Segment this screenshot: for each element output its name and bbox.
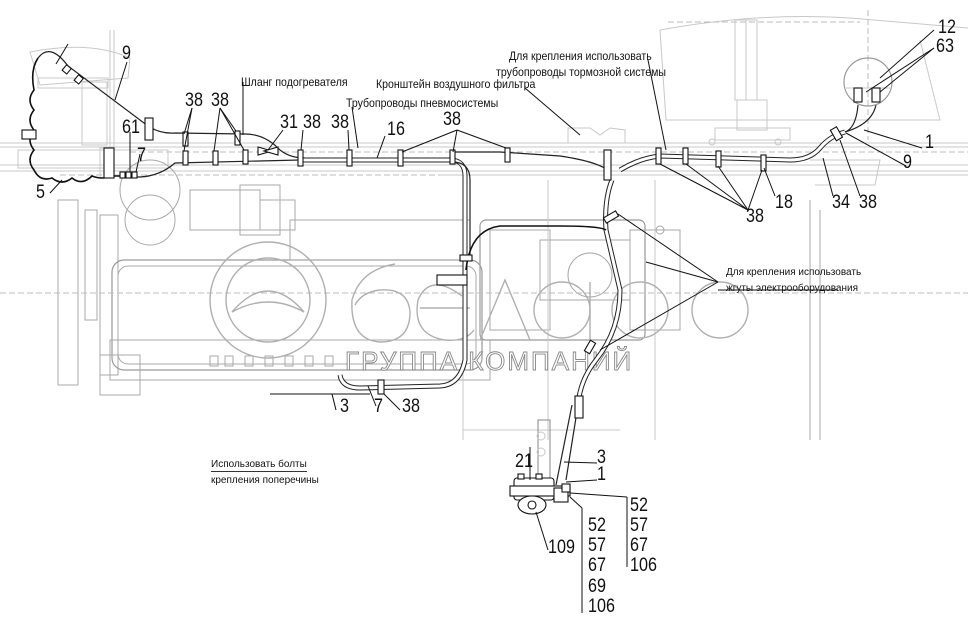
- callout-12: 12: [938, 17, 956, 38]
- stack-right-item: 57: [630, 515, 648, 536]
- note-electrical-line2: жгуты электрооборудования: [726, 283, 859, 294]
- leader-lines: [49, 29, 935, 613]
- stack-right-item: 52: [630, 495, 648, 516]
- callout-109: 109: [548, 537, 575, 558]
- stack-left-item: 52: [588, 515, 606, 536]
- note-electrical-line1: Для крепления использовать: [726, 267, 862, 278]
- gauge-fitting: [843, 57, 893, 107]
- callout-38-d: 38: [331, 112, 349, 133]
- callout-61: 61: [122, 117, 140, 138]
- callout-stack-left: 52 57 67 69 106: [588, 516, 615, 617]
- callout-5: 5: [36, 182, 45, 203]
- stack-left-item: 106: [588, 596, 615, 617]
- note-pneumatic-pipes: Трубопроводы пневмосистемы: [346, 96, 499, 110]
- callout-63: 63: [936, 36, 954, 57]
- stack-left-item: 69: [588, 576, 606, 597]
- callout-7-bottom: 7: [374, 396, 383, 417]
- callout-21: 21: [515, 451, 533, 472]
- callout-34: 34: [832, 192, 850, 213]
- callout-31: 31: [280, 112, 298, 133]
- note-brake-pipes-line2: трубопроводы тормозной системы: [496, 65, 666, 79]
- stack-left-item: 57: [588, 535, 606, 556]
- callout-3-bottom: 3: [340, 396, 349, 417]
- callout-9-right: 9: [903, 152, 912, 173]
- callout-16: 16: [387, 119, 405, 140]
- injectors: [209, 355, 334, 367]
- callout-38-a: 38: [185, 90, 203, 111]
- air-filter-bracket: [567, 127, 626, 144]
- callout-38-right: 38: [859, 192, 877, 213]
- stack-right-item: 67: [630, 535, 648, 556]
- stack-left-item: 67: [588, 555, 606, 576]
- callout-38-f: 38: [746, 206, 764, 227]
- callout-38-e: 38: [443, 109, 461, 130]
- tank-outline: [659, 10, 968, 186]
- note-heater-hose: Шланг подогревателя: [241, 75, 348, 89]
- callout-7-top: 7: [137, 145, 146, 166]
- note-brake-pipes-line1: Для крепления использовать: [509, 49, 652, 63]
- callout-1-right: 1: [925, 132, 934, 153]
- callout-1-valve: 1: [597, 464, 606, 485]
- stack-right-item: 106: [630, 555, 657, 576]
- callout-9-top: 9: [122, 43, 131, 64]
- note-crossmember-line2: крепления поперечины: [211, 475, 319, 486]
- callout-3-valve: 3: [597, 447, 606, 468]
- callout-stack-right: 52 57 67 106: [630, 496, 657, 576]
- callout-38-bottom: 38: [402, 396, 420, 417]
- valve-assembly: [509, 419, 571, 515]
- note-crossmember-line1: Использовать болты: [211, 459, 307, 472]
- note-air-filter-bracket: Кронштейн воздушного фильтра: [376, 77, 536, 91]
- engine: [0, 159, 968, 440]
- callout-38-b: 38: [211, 90, 229, 111]
- callout-18: 18: [775, 192, 793, 213]
- left-bracket: [17, 30, 169, 179]
- callout-38-c: 38: [303, 112, 321, 133]
